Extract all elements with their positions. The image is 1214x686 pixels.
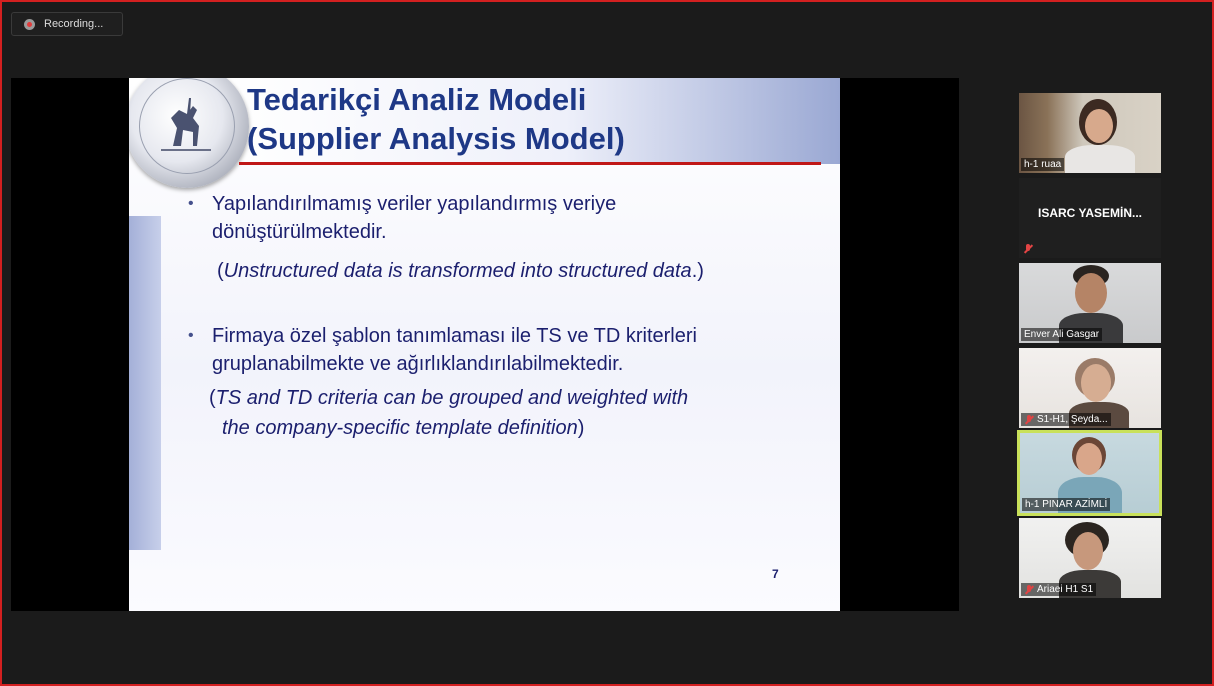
participant-name: S1-H1, Şeyda...	[1021, 413, 1111, 426]
note-1-text: Unstructured data is transformed into st…	[223, 260, 692, 282]
participant-face	[1085, 109, 1113, 143]
title-underline	[239, 162, 821, 165]
participant-tile[interactable]: S1-H1, Şeyda...	[1019, 348, 1161, 428]
title-band	[229, 78, 840, 164]
participant-name-text: Ariaei H1 S1	[1037, 584, 1094, 595]
mic-muted-icon	[1024, 584, 1034, 595]
participant-tile[interactable]: Enver Ali Gasgar	[1019, 263, 1161, 343]
participant-name: Enver Ali Gasgar	[1021, 328, 1103, 341]
university-logo	[129, 78, 249, 188]
slide-title-line2: (Supplier Analysis Model)	[247, 121, 625, 156]
slide-side-strip	[129, 216, 161, 550]
note-2-text-line1: TS and TD criteria can be grouped and we…	[215, 387, 689, 409]
note-2-open: (	[209, 387, 216, 409]
participant-face	[1081, 364, 1111, 402]
bullet-dot-icon: •	[188, 327, 194, 344]
recording-indicator[interactable]: Recording...	[11, 12, 123, 36]
participant-face	[1075, 273, 1107, 313]
screen-share: Tedarikçi Analiz Modeli (Supplier Analys…	[11, 78, 959, 611]
mic-muted-icon	[1023, 244, 1033, 254]
participant-tile[interactable]: ISARC YASEMİN...	[1019, 178, 1161, 258]
mic-muted-icon	[1024, 414, 1034, 425]
recording-label: Recording...	[44, 18, 104, 30]
logo-ring	[139, 78, 235, 174]
participant-name-text: ISARC YASEMİN...	[1037, 206, 1143, 220]
note-1-close: .)	[691, 260, 704, 282]
slide-title-line1: Tedarikçi Analiz Modeli	[247, 82, 587, 117]
participant-tile[interactable]: Ariaei H1 S1	[1019, 518, 1161, 598]
slide-page-number: 7	[772, 567, 779, 581]
participant-tile[interactable]: h-1 ruaa	[1019, 93, 1161, 173]
participant-name: h-1 PINAR AZİMLİ	[1022, 498, 1111, 511]
presentation-slide: Tedarikçi Analiz Modeli (Supplier Analys…	[129, 78, 840, 611]
bullet-1: • Yapılandırılmamış veriler yapılandırmı…	[188, 190, 617, 246]
participant-name-text: Enver Ali Gasgar	[1024, 329, 1100, 340]
note-1: (Unstructured data is transformed into s…	[217, 256, 704, 286]
participant-face	[1076, 443, 1102, 475]
participant-name-text: h-1 PINAR AZİMLİ	[1025, 499, 1108, 510]
participant-name: Ariaei H1 S1	[1021, 583, 1097, 596]
participant-name-text: S1-H1, Şeyda...	[1037, 414, 1108, 425]
bullet-dot-icon: •	[188, 195, 194, 212]
bullet-2-line1: Firmaya özel şablon tanımlaması ile TS v…	[212, 325, 697, 347]
participant-tile-active-speaker[interactable]: h-1 PINAR AZİMLİ	[1017, 430, 1162, 516]
bullet-1-line1: Yapılandırılmamış veriler yapılandırmış …	[212, 193, 617, 215]
participant-face	[1073, 532, 1103, 570]
note-2-text-line2: the company-specific template definition	[222, 417, 578, 439]
participant-name-text: h-1 ruaa	[1024, 159, 1062, 170]
participant-name: h-1 ruaa	[1021, 158, 1065, 171]
note-2: (TS and TD criteria can be grouped and w…	[209, 383, 688, 443]
slide-background	[129, 78, 840, 611]
slide-title: Tedarikçi Analiz Modeli (Supplier Analys…	[247, 80, 817, 158]
note-1-open: (	[217, 260, 224, 282]
bullet-2-line2: gruplanabilmekte ve ağırlıklandırılabilm…	[212, 353, 624, 375]
horse-rider-emblem-icon	[161, 98, 211, 151]
bullet-1-line2: dönüştürülmektedir.	[212, 221, 387, 243]
record-icon	[24, 18, 35, 30]
bullet-2: • Firmaya özel şablon tanımlaması ile TS…	[188, 322, 697, 378]
participant-body	[1065, 145, 1135, 173]
note-2-close: )	[577, 417, 585, 439]
